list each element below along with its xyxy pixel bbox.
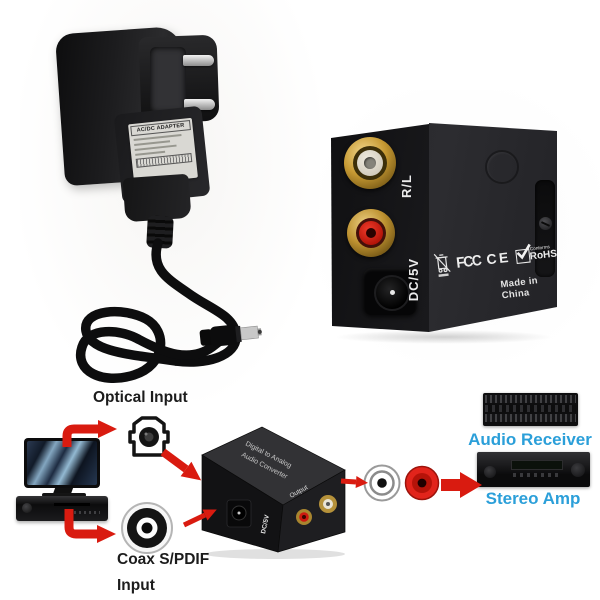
weee-icon	[433, 253, 451, 277]
tv-thumbnail	[24, 438, 100, 488]
coax-connector-icon	[121, 502, 173, 554]
mini-box-rca-white	[319, 495, 337, 513]
amp-knob	[484, 466, 496, 478]
certification-marks: FCC CE Conforms RoHS	[432, 230, 566, 286]
adapter-spec-label: AC/DC ADAPTER	[128, 117, 198, 185]
adapter-plug-face	[150, 47, 186, 113]
cable-loop	[75, 306, 181, 383]
converter-photo-shadow	[334, 330, 554, 344]
toslink-connector-icon	[128, 416, 170, 457]
dc-jack-barrel	[374, 275, 410, 311]
mini-box-rca-red	[296, 509, 312, 525]
rohs-text: RoHS	[529, 248, 558, 263]
dc-jack-pin	[390, 290, 395, 295]
label-footer-bar	[135, 153, 193, 168]
rca-jack-red	[347, 209, 395, 257]
amp-knob	[571, 463, 585, 477]
coax-input-label-line1: Coax S/PDIF	[117, 551, 210, 568]
coax-input-label-line2: Input	[117, 577, 155, 594]
mini-box-right-face	[277, 469, 346, 553]
rca-jack-white	[344, 137, 396, 189]
rca-white-plug-icon	[363, 464, 401, 502]
dc-barrel-connector	[199, 324, 262, 347]
checkmark-icon	[516, 243, 531, 260]
converter-box-photo: R/L DC/5V FCC CE	[330, 118, 562, 342]
converter-box-diagram: Digital to Analog Audio Converter Output…	[201, 426, 346, 559]
dvd-player-thumbnail	[16, 496, 108, 521]
port-label-dc5v: DC/5V	[406, 258, 421, 302]
label-text-line	[135, 150, 166, 156]
dvd-disc-tray	[54, 503, 90, 506]
rca-red-plug-icon	[404, 465, 440, 501]
stereo-amp-label: Stereo Amp	[485, 489, 581, 508]
plug-pin-bottom	[184, 99, 215, 110]
amp-display	[511, 460, 563, 470]
rca-jack-red-ring	[356, 218, 386, 248]
receiver-panel-texture	[485, 414, 576, 422]
audio-receiver-label: Audio Receiver	[468, 430, 592, 449]
audio-receiver-thumbnail	[483, 393, 578, 426]
rca-output-icons	[363, 464, 440, 502]
fcc-mark: FCC	[455, 251, 482, 272]
amp-buttons	[513, 473, 559, 477]
adapter-label-title: AC/DC ADAPTER	[130, 120, 191, 137]
dvd-knob	[22, 503, 32, 513]
plug-pin-top	[183, 55, 214, 66]
receiver-panel-texture	[485, 405, 576, 412]
embossed-logo-circle	[485, 150, 519, 184]
rohs-mark: Conforms RoHS	[514, 241, 559, 266]
dvd-buttons	[74, 511, 100, 514]
screw-icon	[539, 217, 552, 230]
mini-box-dc-label: DC/5V	[260, 514, 271, 535]
port-label-rl: R/L	[399, 174, 414, 198]
stereo-amp-thumbnail	[477, 452, 590, 487]
rca-jack-white-ring	[353, 146, 387, 180]
rca-jack-white-insulator	[357, 150, 383, 176]
mini-box-dc-jack	[226, 499, 252, 528]
rca-jack-red-insulator	[359, 221, 383, 245]
ce-mark: CE	[485, 248, 512, 268]
receiver-panel-texture	[485, 395, 576, 403]
tv-screen	[27, 441, 97, 485]
cable-segment	[151, 238, 241, 367]
rca-jack-red-hole	[366, 228, 376, 238]
rca-jack-white-hole	[364, 157, 376, 169]
power-cable	[75, 238, 262, 383]
optical-input-label: Optical Input	[93, 389, 188, 406]
dc-power-jack	[363, 268, 417, 315]
tv-base	[42, 493, 86, 497]
